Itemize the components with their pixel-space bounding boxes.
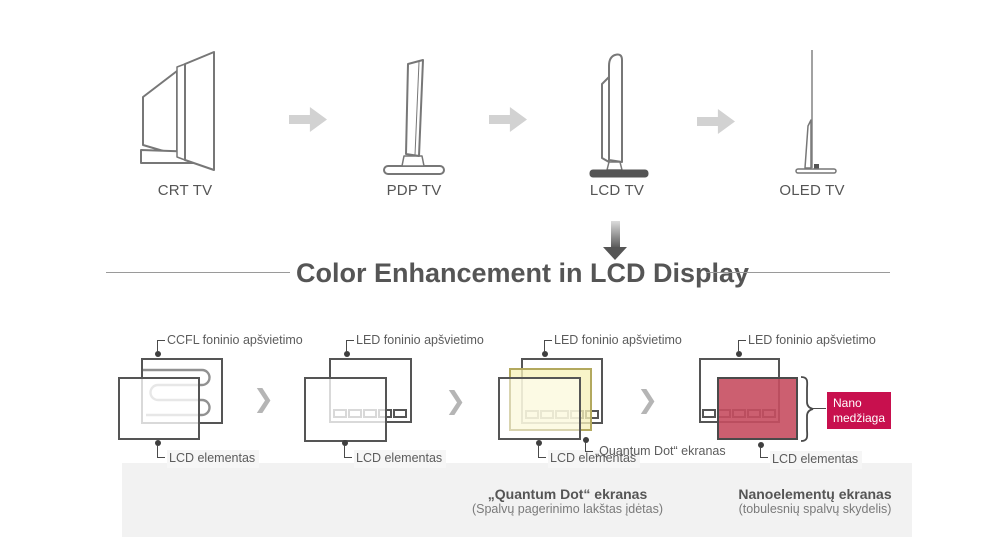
chevron-right-icon: ❯: [253, 385, 274, 413]
ccfl-backlight-label: CCFL foninio apšvietimo: [167, 333, 303, 347]
callout-line: [585, 442, 593, 452]
lcd-element-label: LCD elementas: [770, 451, 863, 469]
connector-line: [812, 408, 826, 409]
nano-caption-subtitle: (tobulesnių spalvų skydelis): [738, 502, 892, 516]
callout-dot: [342, 440, 348, 446]
title-rule-left: [106, 272, 290, 273]
nano-material-line2: medžiaga: [833, 410, 886, 425]
section-title: Color Enhancement in LCD Display: [296, 258, 750, 288]
nano-caption-title: Nanoelementų ekranas: [738, 486, 892, 502]
arrow-right-icon: [697, 109, 735, 134]
arrow-right-icon: [489, 107, 527, 132]
nano-caption: Nanoelementų ekranas (tobulesnių spalvų …: [700, 486, 930, 516]
oled-tv-label: OLED TV: [779, 182, 845, 199]
quantum-dot-sheet-label: „Quantum Dot“ ekranas: [595, 444, 726, 458]
pdp-tv-label: PDP TV: [386, 182, 442, 199]
led-backlight-label: LED foninio apšvietimo: [554, 333, 682, 347]
lcd-element-panel: [498, 377, 581, 440]
callout-line: [346, 340, 354, 352]
callout-dot: [155, 440, 161, 446]
chevron-right-icon: ❯: [637, 386, 658, 414]
title-rule-right: [706, 272, 890, 273]
led-backlight-label: LED foninio apšvietimo: [356, 333, 484, 347]
lcd-tv-icon: [589, 53, 649, 178]
callout-line: [344, 445, 352, 458]
lcd-element-label: LCD elementas: [548, 450, 641, 468]
caption-band: [122, 463, 912, 537]
lcd-element-panel: [304, 377, 387, 442]
callout-dot: [736, 351, 742, 357]
crt-tv-icon: [140, 51, 215, 171]
oled-tv-icon: [795, 50, 837, 174]
lcd-element-panel: [118, 377, 200, 440]
lcd-element-label: LCD elementas: [167, 450, 260, 468]
callout-dot: [583, 437, 589, 443]
callout-dot: [536, 440, 542, 446]
pdp-tv-icon: [383, 59, 445, 175]
lcd-tv-label: LCD TV: [589, 182, 645, 199]
nano-material-line1: Nano: [833, 396, 862, 410]
callout-line: [544, 340, 552, 352]
callout-line: [760, 447, 768, 458]
arrow-down-head-icon: [603, 247, 627, 260]
callout-line: [538, 445, 546, 458]
callout-line: [157, 445, 165, 458]
chevron-right-icon: ❯: [445, 387, 466, 415]
led-backlight-label: LED foninio apšvietimo: [748, 333, 876, 347]
nano-material-badge: Nano medžiaga: [827, 392, 892, 429]
callout-dot: [155, 351, 161, 357]
lcd-element-label: LCD elementas: [354, 450, 447, 468]
quantum-dot-caption: „Quantum Dot“ ekranas (Spalvų pagerinimo…: [450, 486, 685, 516]
arrow-down-icon: [611, 221, 620, 248]
brace-icon: [800, 376, 814, 442]
arrow-right-icon: [289, 107, 327, 132]
quantum-dot-caption-title: „Quantum Dot“ ekranas: [487, 486, 648, 502]
crt-tv-label: CRT TV: [157, 182, 213, 199]
callout-dot: [758, 442, 764, 448]
nano-lcd-element-panel: [717, 377, 798, 440]
callout-dot: [542, 351, 548, 357]
callout-line: [738, 340, 746, 352]
quantum-dot-caption-subtitle: (Spalvų pagerinimo lakštas įdėtas): [471, 502, 664, 516]
callout-line: [157, 340, 165, 352]
callout-dot: [344, 351, 350, 357]
